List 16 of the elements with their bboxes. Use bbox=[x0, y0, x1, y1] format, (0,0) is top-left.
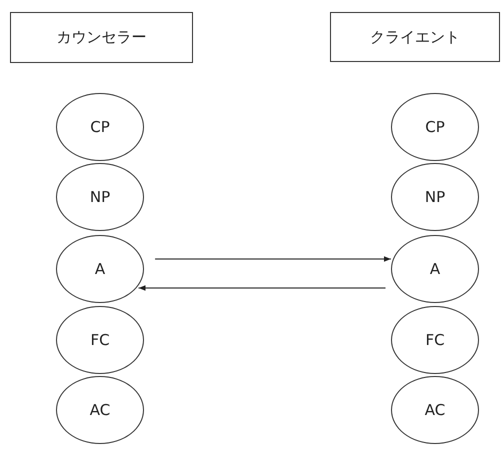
title-box bbox=[10, 12, 193, 63]
node-label: カウンセラー bbox=[56, 28, 146, 47]
title-box bbox=[330, 12, 500, 62]
node-label: クライエント bbox=[370, 28, 460, 46]
node-label: AC bbox=[90, 401, 110, 419]
arrow bbox=[138, 285, 386, 291]
node-label: CP bbox=[425, 118, 445, 136]
node-label: FC bbox=[425, 331, 445, 349]
node-label: NP bbox=[424, 188, 446, 206]
node-label: AC bbox=[424, 401, 446, 419]
node-label: A bbox=[94, 260, 106, 278]
node-label: A bbox=[430, 260, 440, 278]
node-label: FC bbox=[90, 331, 110, 349]
node-label: CP bbox=[90, 118, 110, 136]
arrow bbox=[154, 256, 392, 262]
node-label: NP bbox=[90, 188, 110, 206]
